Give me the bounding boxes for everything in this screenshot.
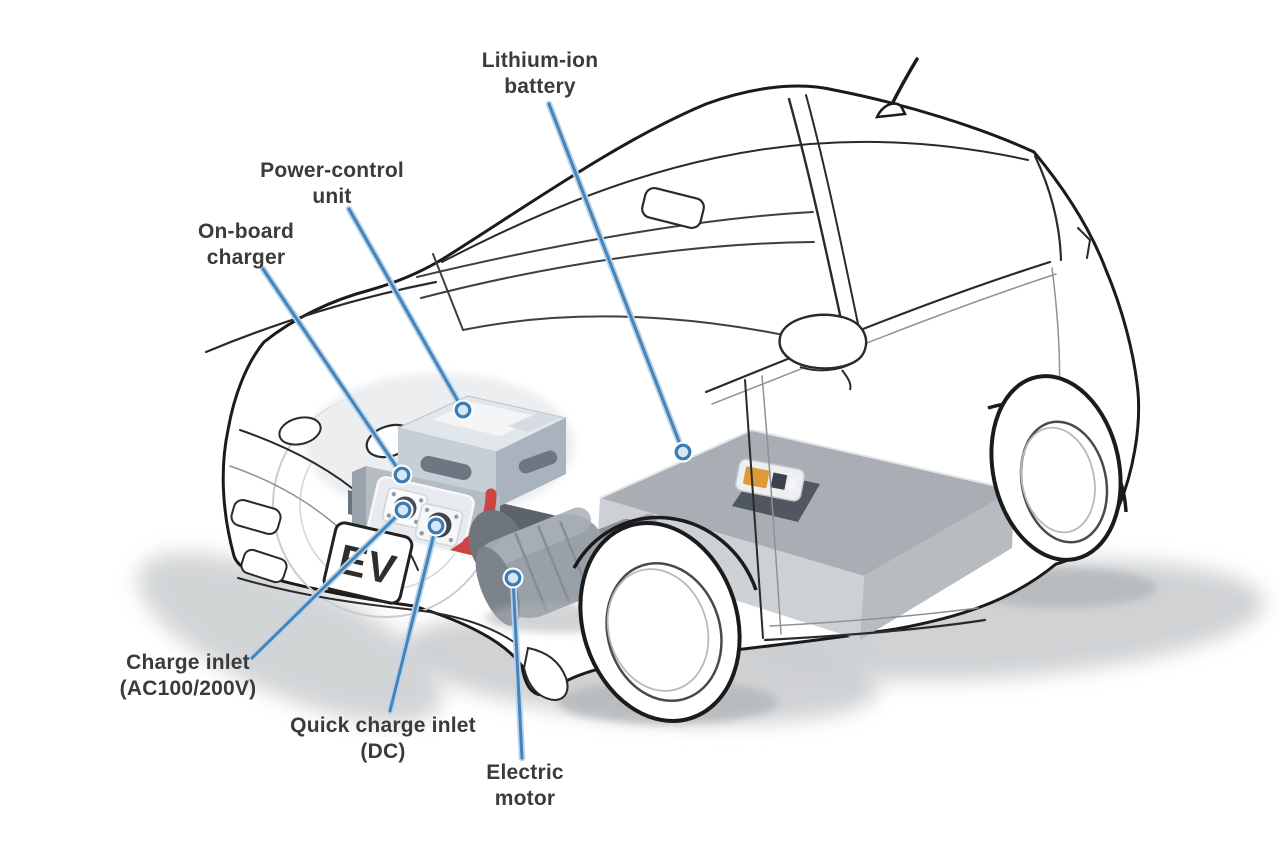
marker-power-control-unit (452, 399, 474, 421)
label-line: motor (494, 786, 556, 810)
leader-quick-charge-inlet (386, 522, 440, 715)
label-on-board-charger: On-board charger (198, 219, 294, 270)
label-line: (DC) (360, 739, 406, 763)
label-line: On-board (197, 220, 295, 243)
marker-on-board-charger (391, 464, 413, 486)
label-lithium-ion-battery: Lithium-ion battery (482, 48, 599, 99)
marker-electric-motor (502, 567, 524, 589)
label-line: unit (312, 184, 352, 208)
label-charge-inlet-ac: Charge inlet (AC100/200V) (120, 650, 257, 701)
front-wheel (572, 515, 758, 723)
bumper-chin-flap (522, 646, 569, 702)
leader-on-board-charger (259, 265, 406, 479)
label-line: charger (206, 245, 286, 269)
leader-lithium-ion-battery (545, 100, 687, 456)
side-mirror (778, 313, 868, 391)
power-control-unit-graphic (396, 395, 568, 508)
rear-wheel (987, 374, 1128, 562)
label-electric-motor: Electric motor (486, 760, 563, 811)
label-line: (AC100/200V) (119, 676, 257, 700)
leader-charge-inlet-ac (248, 506, 407, 662)
label-line: Quick charge inlet (290, 714, 476, 737)
marker-charge-inlet-ac (392, 499, 414, 521)
leader-markers (391, 399, 694, 589)
marker-lithium-ion-battery (672, 441, 694, 463)
leader-lines (248, 100, 687, 762)
label-line: Electric (486, 761, 564, 784)
leader-power-control-unit (345, 205, 467, 414)
marker-quick-charge-inlet (425, 515, 447, 537)
label-line: battery (504, 74, 576, 98)
label-line: Lithium-ion (481, 49, 599, 72)
label-line: Charge inlet (126, 651, 250, 674)
label-line: Power-control (260, 159, 404, 182)
leader-electric-motor (509, 574, 526, 762)
label-power-control-unit: Power-control unit (260, 158, 404, 209)
fog-lamp (230, 499, 288, 584)
orange-connector (743, 466, 770, 489)
label-quick-charge-inlet: Quick charge inlet (DC) (290, 713, 476, 764)
rearview-mirror (641, 186, 705, 230)
antenna (874, 57, 919, 119)
